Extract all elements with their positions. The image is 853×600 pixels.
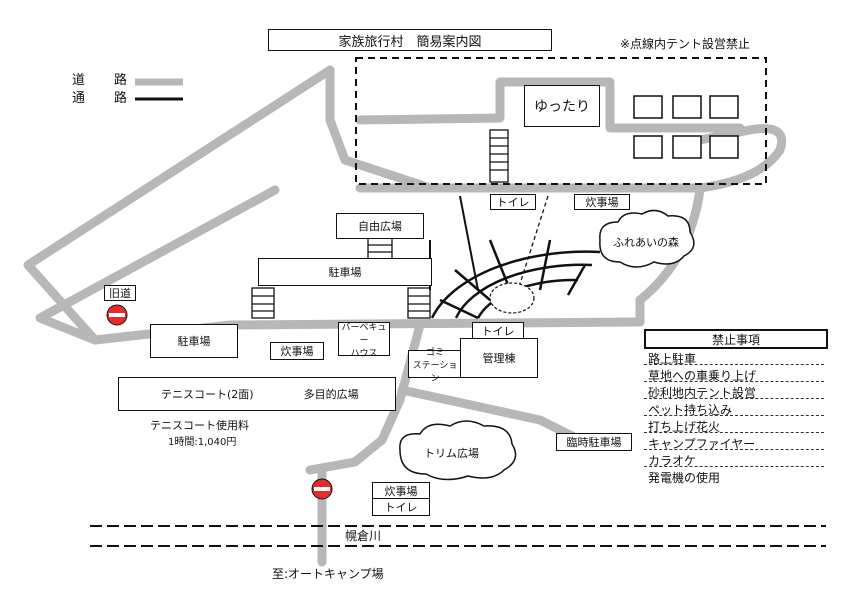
cooking-area-top: 炊事場 bbox=[574, 194, 630, 210]
tent-site bbox=[709, 95, 739, 119]
to-auto-camp-label: 至:オートキャンプ場 bbox=[272, 567, 384, 581]
path-line bbox=[459, 195, 479, 291]
no-entry-sign-icon bbox=[311, 478, 333, 500]
bbq-house: バーベキュー ハウス bbox=[338, 322, 390, 359]
road-top-loop bbox=[355, 77, 745, 133]
tent-site bbox=[633, 135, 663, 159]
cooking-area-middle: 炊事場 bbox=[270, 342, 324, 360]
tent-site bbox=[672, 135, 702, 159]
prohibited-item: 草地への車乗り上げ bbox=[648, 369, 757, 383]
prohibited-item: 打ち上げ花火 bbox=[648, 420, 721, 434]
prohibited-item: キャンプファイヤー bbox=[648, 437, 756, 451]
river-label: 幌倉川 bbox=[342, 530, 385, 542]
temporary-parking: 臨時駐車場 bbox=[556, 433, 632, 451]
map-title: 家族旅行村 簡易案内図 bbox=[268, 29, 552, 51]
tennis-court-label: テニスコート(2面) bbox=[161, 388, 254, 401]
jiyu-plaza: 自由広場 bbox=[336, 213, 424, 239]
fureai-forest-cloud bbox=[599, 209, 695, 268]
yuttari-area: ゆったり bbox=[524, 85, 600, 127]
tent-site bbox=[709, 135, 739, 159]
prohibited-item: 発電機の使用 bbox=[648, 471, 721, 485]
road-diagonal bbox=[35, 185, 280, 345]
garbage-station: ゴミ ステーション bbox=[408, 348, 462, 384]
parking-left: 駐車場 bbox=[150, 324, 238, 358]
toilet-top: トイレ bbox=[490, 194, 536, 210]
road-south bbox=[305, 320, 425, 475]
legend-path-label: 通 路 bbox=[72, 91, 136, 106]
stairs-jiyu bbox=[367, 237, 393, 261]
tent-site bbox=[672, 95, 702, 119]
prohibited-item: ペット持ち込み bbox=[648, 403, 733, 417]
prohibited-header: 禁止事項 bbox=[644, 329, 828, 349]
stage bbox=[489, 282, 535, 314]
tennis-multi-building: テニスコート(2面) 多目的広場 bbox=[118, 377, 396, 411]
tennis-fee-label: テニスコート使用料 bbox=[150, 419, 249, 432]
stairs-left bbox=[251, 287, 275, 319]
tennis-fee: 1時間:1,040円 bbox=[168, 437, 237, 448]
stairs-right bbox=[407, 287, 431, 319]
toilet-bottom: トイレ bbox=[372, 498, 430, 516]
tent-prohibited-area bbox=[355, 57, 767, 185]
road-northwest bbox=[23, 65, 335, 345]
tent-site bbox=[633, 95, 663, 119]
multi-purpose-plaza-label: 多目的広場 bbox=[303, 388, 359, 401]
prohibited-item: カラオケ bbox=[648, 454, 697, 468]
trim-cloud bbox=[399, 420, 517, 481]
fureai-forest-label: ふれあいの森 bbox=[613, 236, 679, 249]
path-dashed bbox=[517, 195, 549, 291]
road-diagonal-upper bbox=[325, 65, 435, 193]
prohibited-item: 路上駐車 bbox=[648, 352, 697, 366]
prohibited-item: 砂利地内テント設営 bbox=[648, 386, 757, 400]
stairs-top bbox=[489, 129, 509, 183]
tent-prohibition-note: ※点線内テント設営禁止 bbox=[620, 37, 751, 51]
no-entry-sign-icon bbox=[106, 304, 128, 326]
old-road-label: 旧道 bbox=[104, 285, 136, 301]
parking-middle: 駐車場 bbox=[258, 258, 432, 286]
trim-plaza-label: トリム広場 bbox=[424, 447, 479, 460]
legend-road-label: 道 路 bbox=[72, 73, 136, 88]
management-building: 管理棟 bbox=[460, 338, 538, 378]
